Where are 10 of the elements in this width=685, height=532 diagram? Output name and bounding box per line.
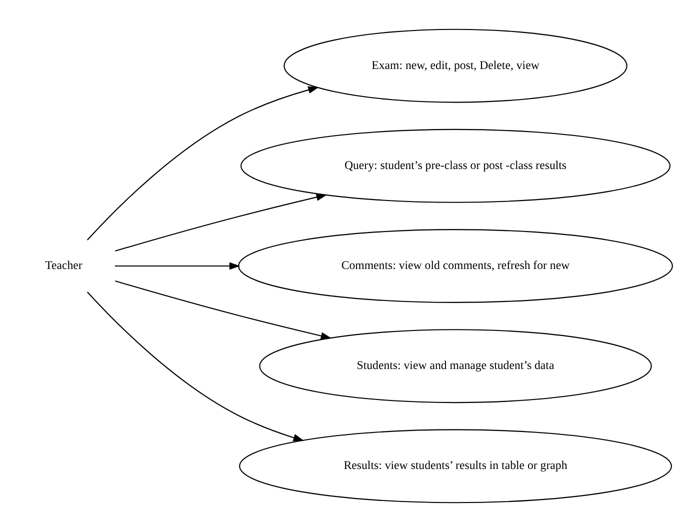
arrow xyxy=(115,194,328,252)
node-text: Teacher xyxy=(45,258,82,272)
arrow xyxy=(114,262,240,270)
arrow xyxy=(115,280,332,340)
arrow xyxy=(86,292,304,442)
node-ellipse: Results: view students’ results in table or graph xyxy=(239,429,672,504)
node-ellipse: Students: view and manage student’s data xyxy=(259,329,652,404)
node-ellipse: Exam: new, edit, post, Delete, view xyxy=(284,28,628,103)
node-ellipse: Comments: view old comments, refresh for new xyxy=(238,229,673,303)
arrow xyxy=(86,86,319,240)
